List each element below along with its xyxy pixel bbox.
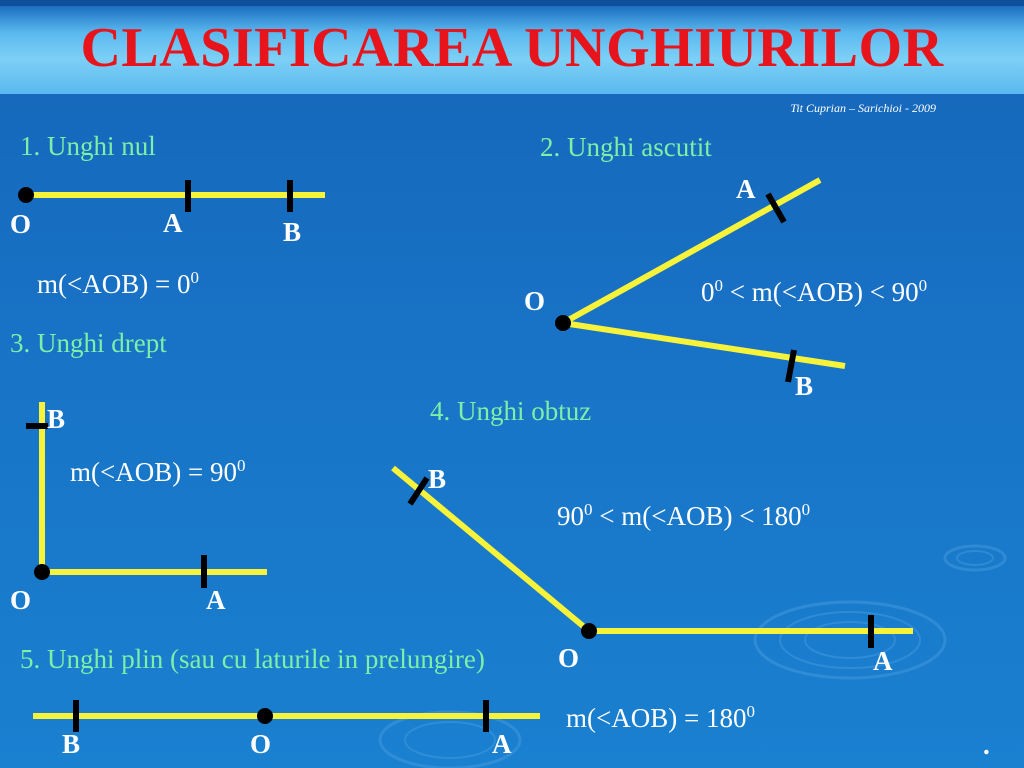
author-credit: Tit Cuprian – Sarichioi - 2009 [790, 101, 936, 115]
ray-ob [562, 320, 846, 369]
formula-acute-angle: 00 < m(<AOB) < 900 [701, 276, 928, 307]
page-title: CLASIFICAREA UNGHIURILOR [80, 17, 944, 79]
vertex-o [34, 564, 50, 580]
vertex-o [555, 315, 571, 331]
obtuse-angle-figure [391, 465, 913, 648]
label-right-a: A [206, 585, 226, 615]
label-null-a: A [163, 208, 183, 238]
label-acute-a: A [736, 174, 756, 204]
formula-null-angle: m(<AOB) = 00 [37, 268, 199, 299]
heading-right-angle: 3. Unghi drept [10, 328, 167, 358]
label-null-b: B [283, 217, 302, 247]
label-straight-a: A [492, 729, 512, 759]
label-straight-o: O [250, 729, 272, 759]
label-null-o: O [10, 209, 32, 239]
acute-angle-figure [555, 177, 846, 383]
formula-obtuse-angle: 900 < m(<AOB) < 1800 [557, 500, 811, 531]
ray-oa [561, 177, 822, 326]
tick-a [765, 192, 787, 224]
heading-null-angle: 1. Unghi nul [20, 131, 156, 161]
label-acute-b: B [795, 371, 814, 401]
label-acute-o: O [524, 286, 546, 316]
formula-right-angle: m(<AOB) = 900 [70, 456, 246, 487]
label-straight-b: B [62, 729, 81, 759]
straight-angle-figure [33, 700, 540, 732]
right-angle-figure [26, 402, 267, 588]
label-obtuse-a: A [873, 646, 893, 676]
vertex-o [581, 623, 597, 639]
vertex-o [18, 187, 34, 203]
formula-straight-angle: m(<AOB) = 1800 [566, 702, 755, 733]
ray-ob [391, 465, 591, 634]
null-angle-figure [18, 180, 325, 212]
heading-acute-angle: 2. Unghi ascutit [540, 132, 712, 162]
label-obtuse-o: O [558, 643, 580, 673]
vertex-o [257, 708, 273, 724]
label-right-o: O [10, 585, 32, 615]
label-obtuse-b: B [428, 464, 447, 494]
heading-straight-angle: 5. Unghi plin (sau cu laturile in prelun… [20, 644, 485, 674]
tick-b [785, 349, 797, 383]
heading-obtuse-angle: 4. Unghi obtuz [430, 396, 592, 426]
ripple-decoration [378, 544, 1007, 768]
label-right-b: B [47, 404, 66, 434]
footer-dot: . [983, 730, 990, 760]
title-bar [0, 0, 1024, 94]
tick-b [407, 476, 430, 506]
